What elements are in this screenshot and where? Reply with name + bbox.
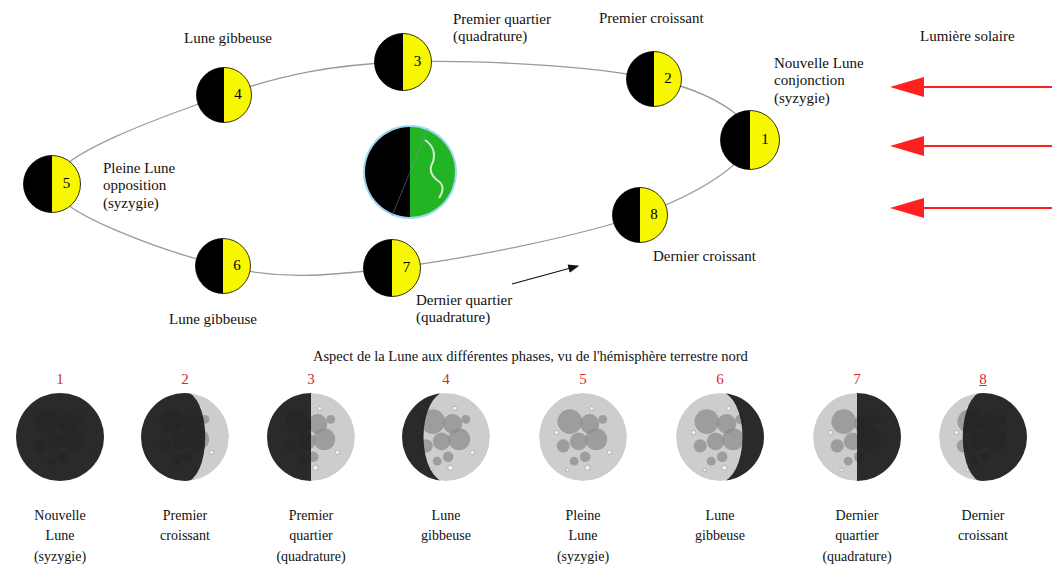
orbit-moon: 2Premier croissant — [626, 51, 682, 107]
moon-picture — [939, 393, 1027, 481]
moon-picture — [402, 393, 490, 481]
moon-symbol — [195, 238, 251, 294]
phase-name: Dernier croissant — [943, 506, 1023, 547]
phase-name: Dernier quartier (quadrature) — [415, 292, 552, 327]
moon-phase-view: 7Dernier quartier (quadrature) — [813, 393, 901, 481]
moon-symbol — [720, 110, 780, 170]
orbit-moon: 5Pleine Lune opposition (syzygie) — [23, 155, 81, 213]
phase-name: Premier quartier (quadrature) — [267, 506, 355, 567]
phase-name: Nouvelle Lune conjonction (syzygie) — [773, 55, 887, 107]
callout-number: 6 — [223, 257, 251, 274]
moon-symbol — [23, 155, 81, 213]
callout-number: 2 — [654, 70, 682, 87]
phase-name: Lune gibbeuse — [685, 506, 755, 547]
moon-picture — [141, 393, 229, 481]
moon-symbol — [196, 67, 252, 123]
moon-symbol — [374, 33, 432, 91]
phase-number: 1 — [16, 371, 104, 388]
callout-number: 5 — [52, 175, 81, 192]
moon-phase-view: 3Premier quartier (quadrature) — [267, 393, 355, 481]
phase-name: Dernier croissant — [652, 248, 757, 265]
phase-number: 2 — [141, 371, 229, 388]
direction-arrow — [512, 266, 578, 284]
moon-phase-view: 8Dernier croissant — [939, 393, 1027, 481]
moon-phase-view: 5Pleine Lune (syzygie) — [539, 393, 627, 481]
orbit-moon: 3Premier quartier (quadrature) — [374, 33, 432, 91]
phase-name: Premier croissant — [598, 10, 705, 27]
sunlight-arrows — [890, 77, 1052, 218]
phase-name: Premier quartier (quadrature) — [452, 11, 579, 46]
row-caption: Aspect de la Lune aux différentes phases… — [313, 348, 748, 365]
phase-name: Premier croissant — [145, 506, 225, 547]
moon-picture — [16, 393, 104, 481]
phase-number: 7 — [813, 371, 901, 388]
phase-name: Lune gibbeuse — [168, 311, 258, 328]
phase-number: 5 — [539, 371, 627, 388]
phase-name: Lune gibbeuse — [411, 506, 481, 547]
phase-name: Lune gibbeuse — [183, 30, 273, 47]
moon-symbol — [626, 51, 682, 107]
orbit-moon: 7Dernier quartier (quadrature) — [363, 239, 421, 297]
phase-name: Dernier quartier (quadrature) — [813, 506, 901, 567]
earth — [363, 125, 457, 219]
moon-picture — [813, 393, 901, 481]
moon-picture — [676, 393, 764, 481]
phase-number: 6 — [676, 371, 764, 388]
moon-symbol — [363, 239, 421, 297]
moon-phase-view: 2Premier croissant — [141, 393, 229, 481]
orbit-moon: 4Lune gibbeuse — [196, 67, 252, 123]
callout-number: 8 — [640, 206, 668, 223]
moon-phase-view: 1Nouvelle Lune (syzygie) — [16, 393, 104, 481]
phase-number: 3 — [267, 371, 355, 388]
callout-number: 7 — [392, 259, 421, 276]
moon-picture — [539, 393, 627, 481]
orbit-moon: 1Nouvelle Lune conjonction (syzygie) — [720, 110, 780, 170]
orbit-moon: 8Dernier croissant — [612, 187, 668, 243]
callout-number: 1 — [750, 131, 780, 148]
moon-picture — [267, 393, 355, 481]
phase-name: Nouvelle Lune (syzygie) — [24, 506, 96, 567]
callout-number: 3 — [403, 53, 432, 70]
phase-number: 4 — [402, 371, 490, 388]
callout-number: 4 — [224, 86, 252, 103]
orbit-moon: 6Lune gibbeuse — [195, 238, 251, 294]
moon-phase-view: 6Lune gibbeuse — [676, 393, 764, 481]
moon-phase-view: 4Lune gibbeuse — [402, 393, 490, 481]
sunlight-label: Lumière solaire — [920, 28, 1015, 45]
moon-symbol — [612, 187, 668, 243]
phase-name: Pleine Lune opposition (syzygie) — [102, 160, 199, 212]
phase-number: 8 — [939, 371, 1027, 388]
phase-name: Pleine Lune (syzygie) — [552, 506, 614, 567]
